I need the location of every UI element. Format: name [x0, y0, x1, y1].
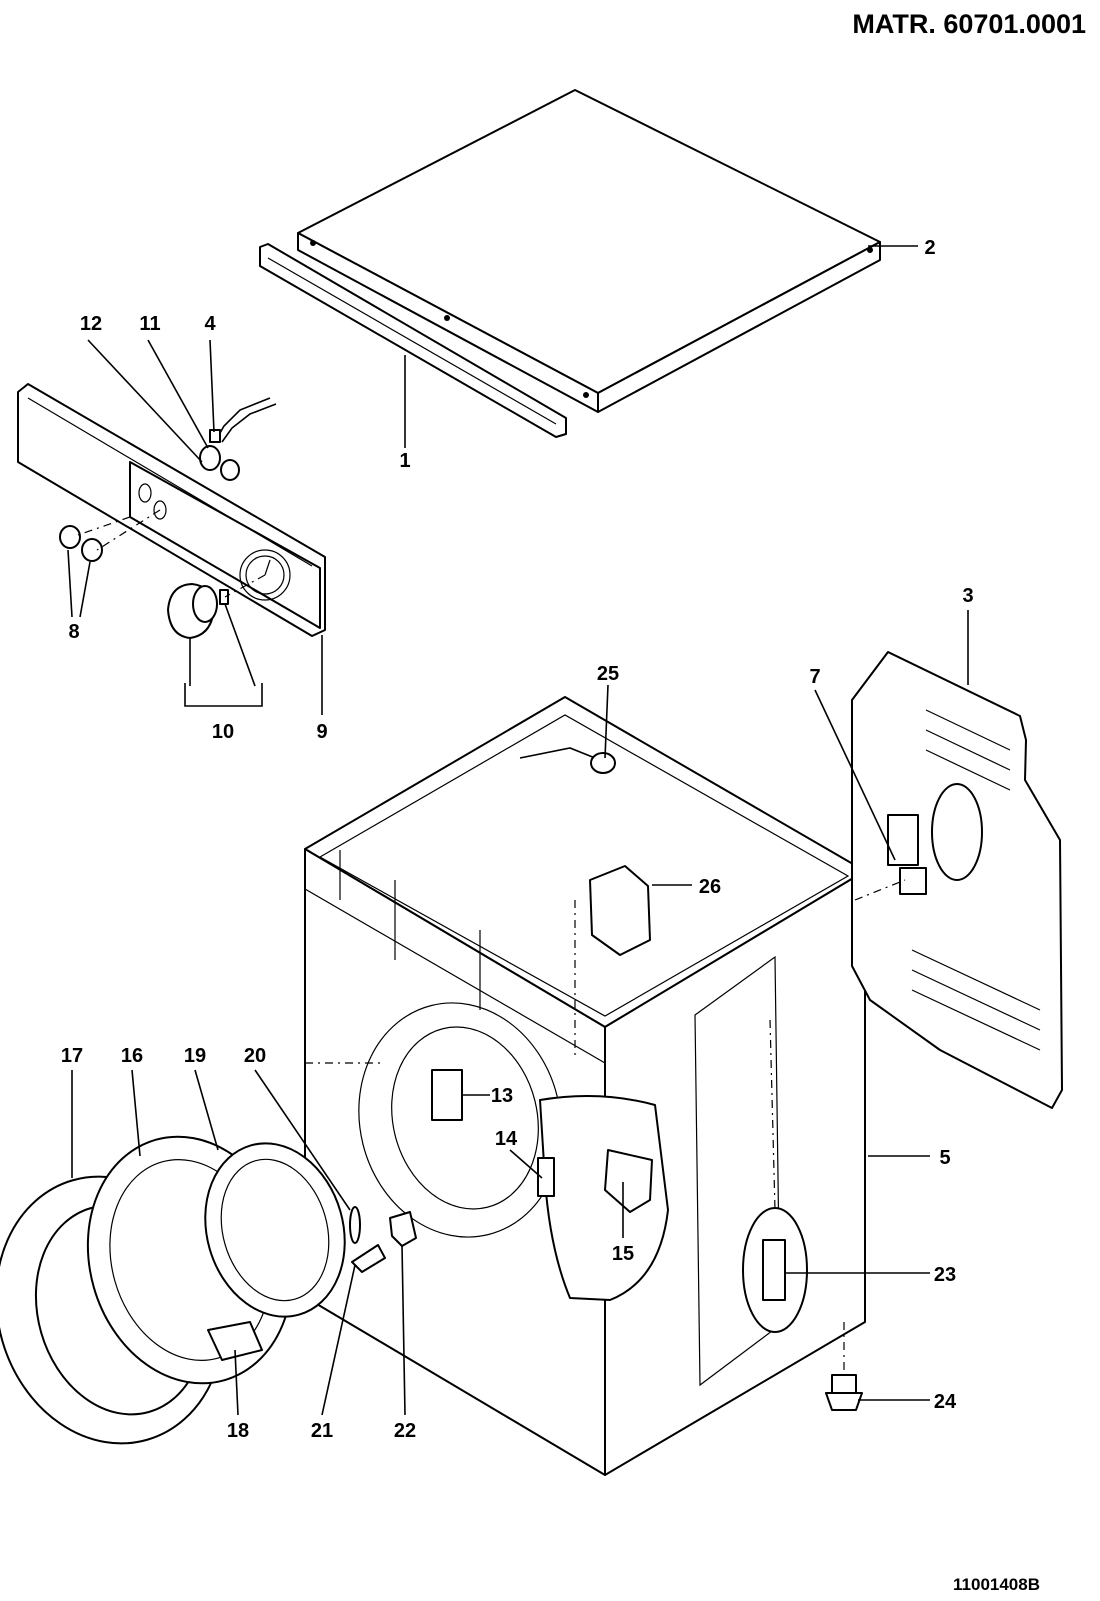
part-label-1: 1 — [399, 450, 410, 472]
door-lock-clip — [389, 1211, 417, 1247]
rear-panel — [851, 651, 1063, 1109]
push-buttons — [59, 525, 103, 562]
part-label-23: 23 — [934, 1264, 956, 1286]
part-label-19: 19 — [184, 1045, 206, 1067]
part-label-13: 13 — [491, 1085, 513, 1107]
part-label-12: 12 — [80, 313, 102, 335]
drawing-code-footer: 11001408B — [953, 1575, 1040, 1594]
part-label-18: 18 — [227, 1420, 249, 1442]
part-label-11: 11 — [139, 313, 160, 335]
hinge-plate — [604, 1149, 653, 1213]
part-label-14: 14 — [495, 1128, 518, 1150]
cabinet — [304, 696, 866, 1476]
part-label-2: 2 — [924, 237, 935, 259]
part-label-22: 22 — [394, 1420, 416, 1442]
part-label-3: 3 — [962, 585, 973, 607]
part-label-5: 5 — [939, 1147, 950, 1169]
top-lid — [297, 89, 881, 413]
part-label-9: 9 — [316, 721, 327, 743]
part-label-10: 10 — [212, 721, 234, 743]
leader-lines — [67, 245, 969, 1416]
part-label-17: 17 — [61, 1045, 83, 1067]
control-panel — [17, 383, 326, 637]
part-label-8: 8 — [68, 621, 79, 643]
assembly-lines — [74, 509, 906, 1211]
hinge-bracket — [537, 1157, 555, 1197]
part-label-7: 7 — [809, 666, 820, 688]
door-handle — [207, 1321, 263, 1361]
door-inner-frame — [204, 1142, 346, 1318]
serial-number-header: MATR. 60701.0001 — [852, 9, 1086, 39]
door-hinge — [351, 1244, 386, 1273]
part-label-25: 25 — [597, 663, 619, 685]
part-label-16: 16 — [121, 1045, 143, 1067]
door-interlock — [431, 1069, 463, 1121]
part-label-21: 21 — [311, 1420, 333, 1442]
door-seal-ring — [349, 1206, 361, 1244]
top-trim-strip — [259, 243, 567, 438]
part-labels: 1 2 3 4 5 7 8 9 10 11 12 13 14 15 16 17 … — [61, 237, 974, 1442]
part-label-20: 20 — [244, 1045, 266, 1067]
adjustable-foot — [825, 1322, 863, 1411]
part-label-24: 24 — [934, 1391, 957, 1413]
selector-switch — [199, 397, 277, 481]
part-label-4: 4 — [204, 313, 216, 335]
part-label-26: 26 — [699, 876, 721, 898]
program-knob — [167, 583, 229, 639]
part-label-15: 15 — [612, 1243, 634, 1265]
